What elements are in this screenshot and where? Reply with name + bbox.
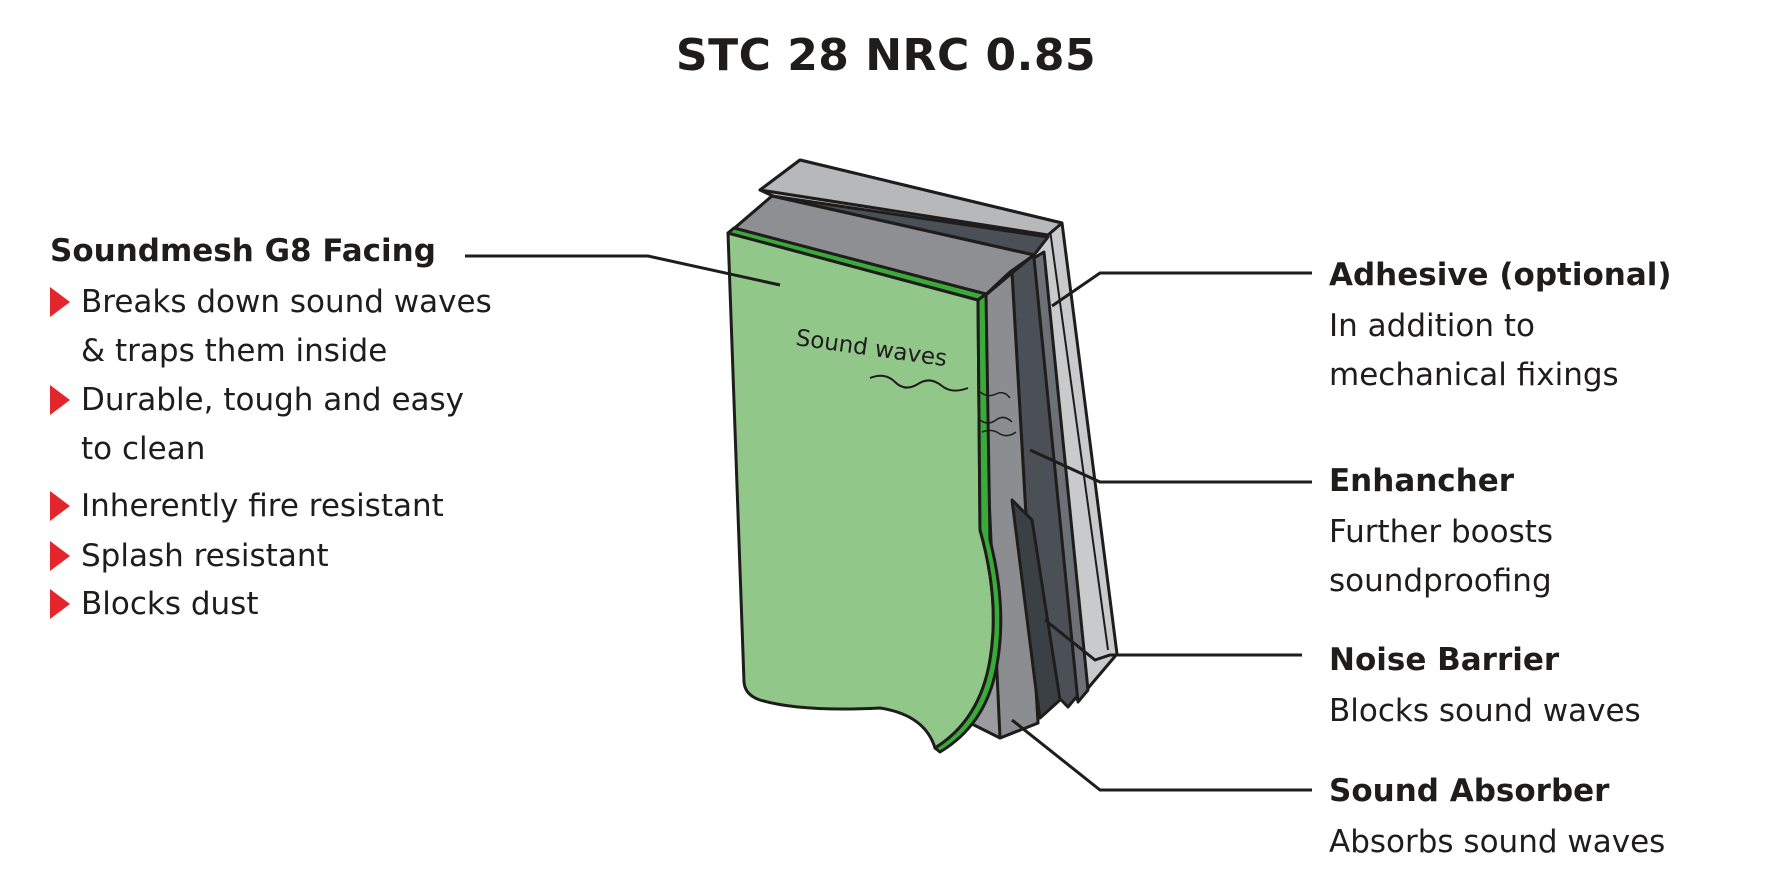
- leader-enhancer: [1029, 448, 1312, 484]
- sound-absorber-heading: Sound Absorber: [1329, 773, 1610, 809]
- adhesive-top: [758, 158, 1064, 237]
- facing-bullet-1: Breaks down sound waves & traps them ins…: [50, 278, 492, 376]
- enhancer-strip: [1032, 250, 1090, 704]
- facing-heading: Soundmesh G8 Facing: [50, 233, 436, 269]
- enhancer-heading: Enhancher: [1329, 463, 1515, 499]
- noise-barrier-heading: Noise Barrier: [1329, 642, 1560, 678]
- adhesive-description: In addition to mechanical fixings: [1329, 308, 1619, 393]
- leader-adhesive: [1051, 271, 1312, 308]
- facing-bullet-4: Splash resistant: [50, 532, 329, 581]
- facing-front: [726, 231, 995, 750]
- facing-bullet-5: Blocks dust: [50, 580, 258, 629]
- leader-noise-barrier: [1044, 618, 1302, 662]
- red-triangle-icon: [50, 385, 70, 415]
- red-triangle-icon: [50, 491, 70, 521]
- sound-absorber-description: Absorbs sound waves: [1329, 824, 1666, 860]
- red-triangle-icon: [50, 287, 70, 317]
- facing-bullet-3: Inherently fire resistant: [50, 482, 444, 531]
- leader-facing: [465, 254, 781, 287]
- red-triangle-icon: [50, 541, 70, 571]
- red-triangle-icon: [50, 589, 70, 619]
- leader-sound-absorber: [1011, 718, 1312, 792]
- enhancer-description: Further boosts soundproofing: [1329, 514, 1554, 599]
- noise-barrier-description: Blocks sound waves: [1329, 693, 1641, 729]
- facing-bullet-2: Durable, tough and easy to clean: [50, 376, 464, 474]
- page-title: STC 28 NRC 0.85: [675, 30, 1097, 81]
- facing-edge-side: [933, 292, 1003, 754]
- adhesive-heading: Adhesive (optional): [1329, 257, 1672, 293]
